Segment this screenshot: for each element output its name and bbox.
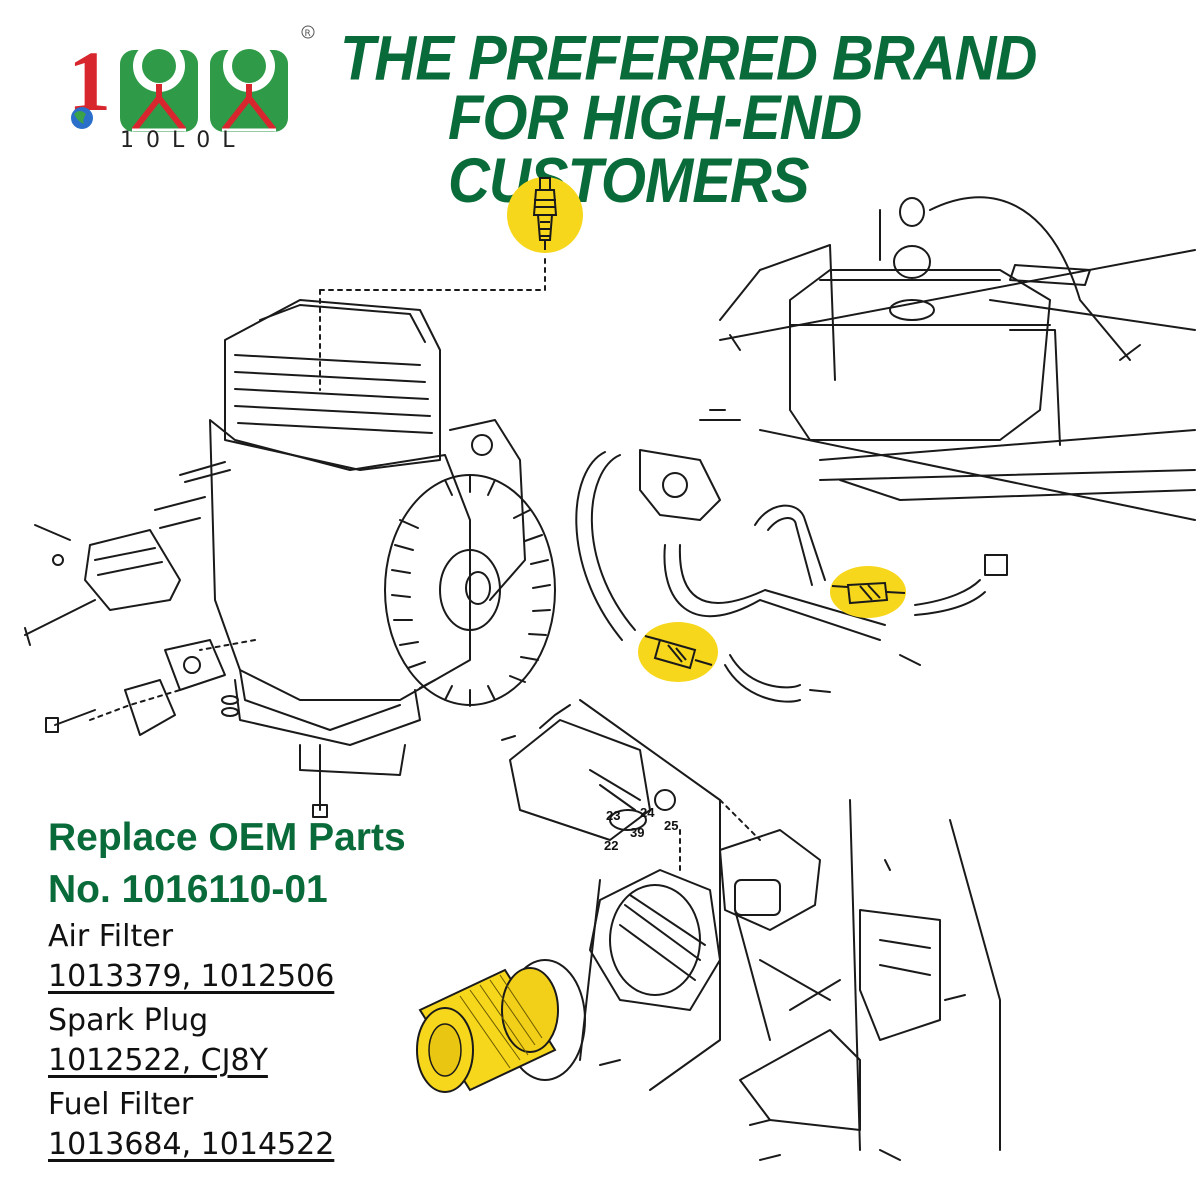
air-filter-numbers: 1013379, 1012506 [48,959,335,994]
fuel-filter-label: Fuel Filter [48,1087,194,1122]
fuel-filter-numbers: 1013684, 1014522 [48,1127,335,1162]
callout-24: 24 [640,805,655,820]
replace-heading: Replace OEM Parts [48,816,406,859]
spark-plug-label: Spark Plug [48,1003,209,1038]
spark-plug-numbers: 1012522, CJ8Y [48,1043,268,1078]
air-filter-icon [416,967,559,1093]
svg-text:R: R [305,29,311,39]
engine-illustration [24,254,556,818]
fuel-line-illustration [575,409,1008,703]
callout-25: 25 [664,818,679,833]
spark-plug-icon [507,177,583,253]
callout-22: 22 [604,838,619,853]
callout-23: 23 [606,808,621,823]
brand-logo-mark: 1 R [68,25,315,132]
globe-icon [71,107,93,129]
callout-39: 39 [630,825,645,840]
fuel-filter-icon [638,622,718,682]
fuel-filter-icon-2 [830,566,906,618]
air-filter-label: Air Filter [48,919,174,954]
headline-line-2: FOR HIGH-END CUSTOMERS [448,83,862,216]
fuel-tank-illustration [719,196,1196,521]
exploded-parts-diagram [24,177,1196,1161]
air-cleaner-illustration [501,699,1001,1161]
brand-name: 10L0L [120,128,247,153]
oem-part-number: No. 1016110-01 [48,868,328,911]
headline-line-1: THE PREFERRED BRAND [340,23,1037,94]
